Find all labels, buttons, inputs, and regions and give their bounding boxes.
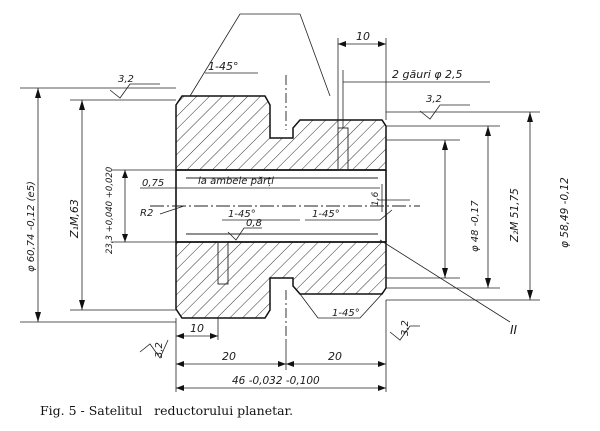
gear-section: [150, 75, 420, 340]
radius-label: R2: [140, 208, 153, 219]
annotations: 1-45° 10 2 găuri φ 2,5 3,2 3,2 3,2 3,2 φ…: [26, 30, 571, 387]
dim-bottom-10-label: 10: [190, 322, 204, 335]
chamfer-top-label: 1-45°: [208, 60, 238, 73]
holes-label: 2 găuri φ 2,5: [392, 68, 463, 81]
lower-section: [175, 241, 387, 319]
detail-ref-label: II: [510, 323, 518, 337]
roughness-bottom-right-label: 3,2: [400, 320, 411, 336]
bore-diameter-label: 23,3 +0,040 +0,020: [105, 167, 115, 254]
dim-1-6-label: 1,6: [371, 191, 381, 206]
figure-caption: Fig. 5 - Satelitul reductorului planetar…: [40, 403, 294, 418]
dim-top-10-label: 10: [356, 30, 370, 43]
outer-diameter-label: φ 60,74 -0,12 (e5): [26, 181, 37, 272]
arrowheads: [35, 41, 533, 391]
roughness-bottom-left-label: 3,2: [154, 342, 165, 358]
z2m-label: Z₂M 51,75: [509, 188, 521, 243]
chamfer-bottom-label: 1-45°: [332, 308, 360, 319]
chamfer-mid-left-label: 1-45°: [228, 209, 256, 220]
dia-58-label: φ 58,49 -0,12: [559, 177, 571, 248]
upper-section: [175, 95, 387, 171]
roughness-left-label: 3,2: [118, 74, 134, 85]
roughness-right-label: 3,2: [426, 94, 442, 105]
dim-20-right-label: 20: [328, 350, 342, 363]
roughness-bore-label: 0,8: [246, 218, 262, 229]
dia-48-label: φ 48 -0,17: [470, 200, 481, 252]
dimension-lines: [20, 13, 540, 392]
chamfer-mid-right-label: 1-45°: [312, 209, 340, 220]
groove-depth-label: 0,75: [142, 178, 164, 189]
dim-46-label: 46 -0,032 -0,100: [232, 375, 320, 387]
z1m-label: Z₁M,63: [68, 199, 81, 239]
both-sides-label: la ambele părți: [198, 176, 274, 187]
dim-20-left-label: 20: [222, 350, 236, 363]
